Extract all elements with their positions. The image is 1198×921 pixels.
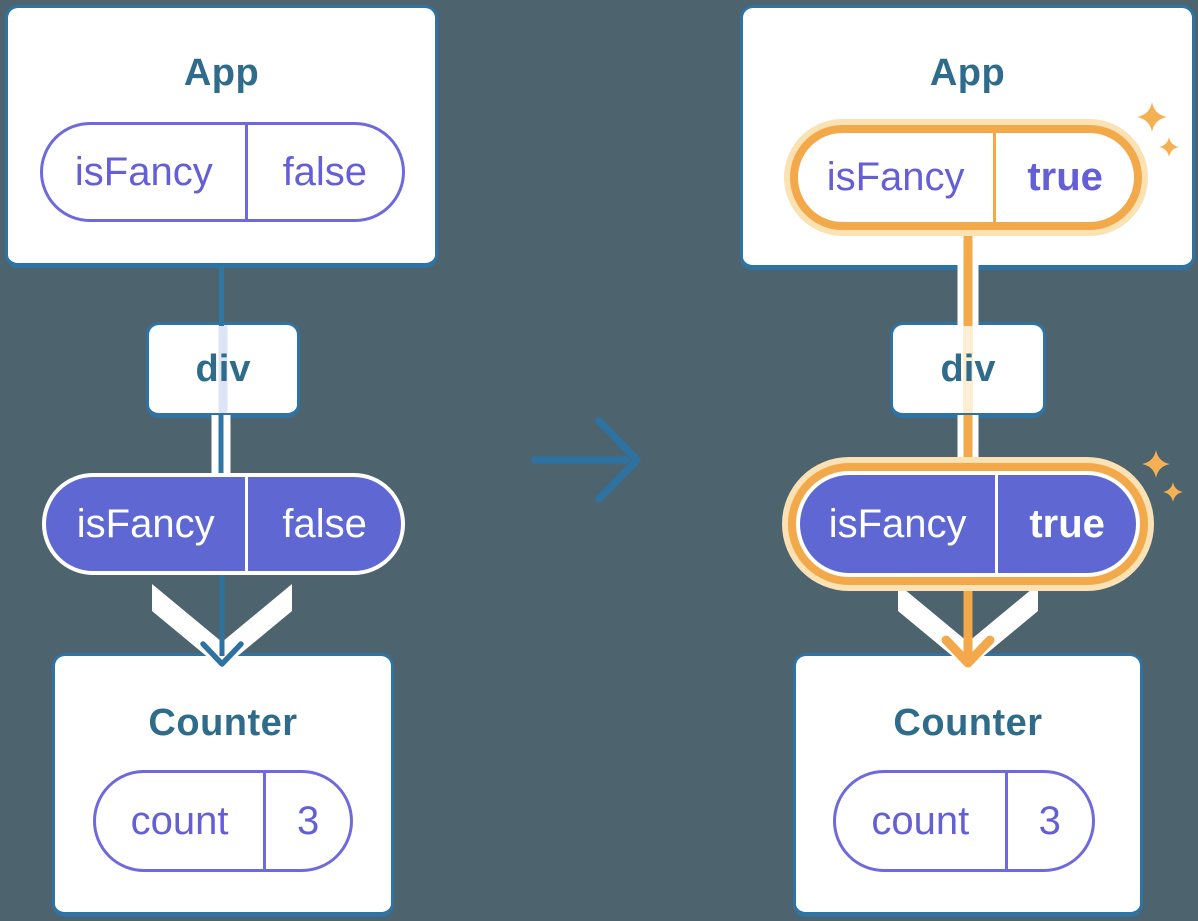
prop-name: isFancy	[43, 125, 248, 219]
div-node: div	[890, 322, 1046, 418]
prop-name: isFancy	[800, 475, 999, 573]
arrow-right-icon	[531, 417, 641, 503]
prop-flow-stripe	[963, 325, 973, 413]
state-name: count	[836, 773, 1008, 869]
div-label: div	[195, 347, 251, 390]
state-value: 3	[1038, 798, 1061, 843]
div-label: div	[940, 347, 996, 390]
counter-title: Counter	[148, 702, 298, 744]
app-title: App	[929, 52, 1006, 94]
sparkle-icon	[1142, 450, 1170, 478]
prop-value: false	[282, 501, 367, 546]
prop-name: isFancy	[798, 133, 997, 222]
counter-title: Counter	[893, 702, 1043, 744]
prop-value: true	[1027, 155, 1103, 199]
app-title: App	[183, 52, 260, 94]
count-state-pill: count 3	[93, 770, 353, 872]
passed-prop-pill: isFancy false	[42, 473, 405, 575]
state-value: 3	[296, 798, 320, 843]
right-connectors	[898, 230, 1038, 669]
div-node: div	[146, 322, 300, 418]
count-state-pill: count 3	[833, 770, 1095, 872]
state-name: count	[96, 773, 267, 869]
prop-name: isFancy	[46, 477, 249, 571]
prop-flow-stripe	[218, 325, 228, 413]
passed-prop-pill-highlighted: isFancy true	[788, 463, 1148, 585]
prop-value: false	[282, 149, 368, 194]
app-prop-pill: isFancy false	[40, 122, 405, 222]
app-prop-pill-highlighted: isFancy true	[790, 125, 1142, 230]
sparkle-icon	[1163, 482, 1183, 502]
prop-value: true	[1029, 501, 1105, 546]
